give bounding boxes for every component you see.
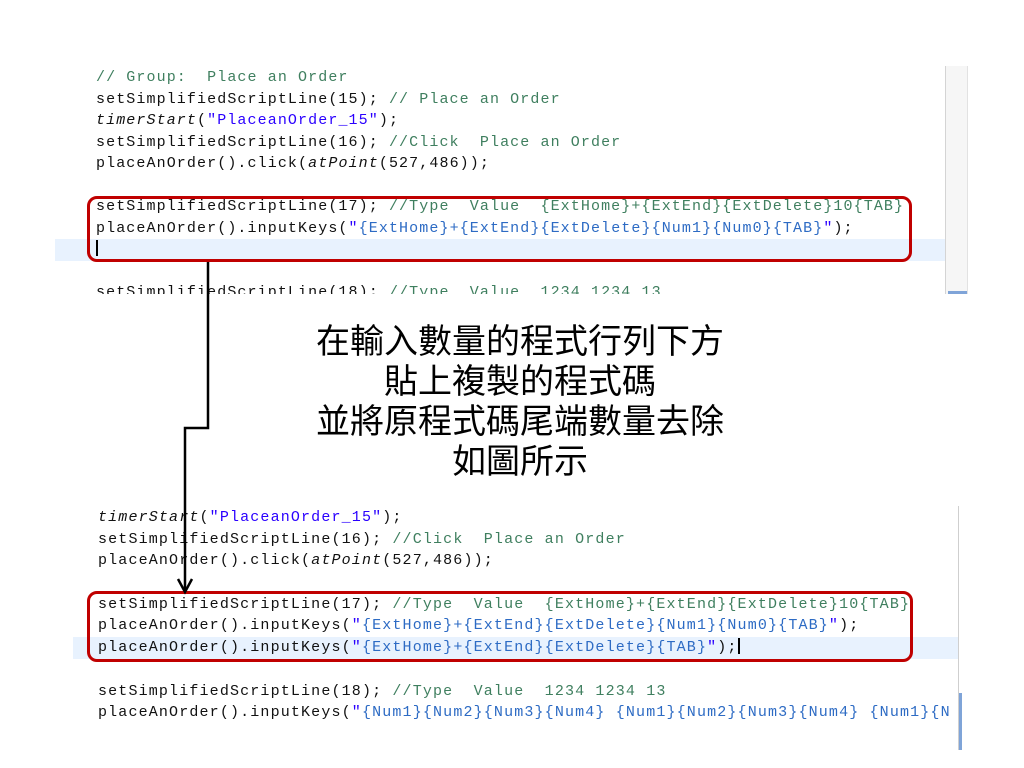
- code-line[interactable]: setSimplifiedScriptLine(16); //Click Pla…: [55, 132, 945, 154]
- code-comment: //Click Place an Order: [388, 133, 622, 151]
- code-plain: (: [199, 509, 210, 526]
- code-plain: placeAnOrder().inputKeys(: [98, 639, 352, 657]
- scrollbar-thumb[interactable]: [948, 291, 967, 294]
- code-plain: placeAnOrder().inputKeys(: [98, 617, 352, 635]
- code-comment: //Type Value {ExtHome}+{ExtEnd}{ExtDelet…: [388, 198, 905, 215]
- code-line[interactable]: // Group: Place an Order: [55, 67, 945, 89]
- highlight-box-pasted-lines: [87, 591, 913, 662]
- code-plain: );: [717, 639, 738, 657]
- code-line[interactable]: placeAnOrder().inputKeys("{Num1}{Num2}{N…: [73, 702, 958, 724]
- code-line[interactable]: setSimplifiedScriptLine(17); //Type Valu…: [73, 594, 958, 616]
- code-keys: {ExtHome}+{ExtEnd}{ExtDelete}{TAB}: [361, 639, 708, 657]
- code-line[interactable]: [55, 261, 945, 283]
- code-string: ": [828, 617, 840, 635]
- code-plain: (: [197, 112, 208, 129]
- code-comment: // Group: Place an Order: [96, 69, 349, 86]
- code-static-method: atPoint: [308, 155, 379, 172]
- code-comment: //Type Value 1234 1234 13: [392, 682, 667, 700]
- code-line[interactable]: setSimplifiedScriptLine(18); //Type Valu…: [73, 681, 958, 703]
- code-plain: );: [382, 509, 403, 526]
- code-line[interactable]: placeAnOrder().click(atPoint(527,486));: [55, 153, 945, 175]
- code-static-method: timerStart: [98, 509, 200, 526]
- code-line[interactable]: setSimplifiedScriptLine(16); //Click Pla…: [73, 529, 958, 551]
- code-line[interactable]: setSimplifiedScriptLine(15); // Place an…: [55, 89, 945, 111]
- caption-line: 並將原程式碼尾端數量去除: [316, 402, 724, 442]
- code-text-area[interactable]: // Group: Place an Order setSimplifiedScr…: [55, 66, 945, 294]
- code-plain: setSimplifiedScriptLine(18);: [96, 284, 389, 294]
- current-code-line[interactable]: placeAnOrder().inputKeys("{ExtHome}+{Ext…: [73, 637, 958, 659]
- highlight-box-original-lines: [87, 196, 912, 262]
- code-plain: setSimplifiedScriptLine(16);: [98, 530, 393, 548]
- code-line[interactable]: setSimplifiedScriptLine(17); //Type Valu…: [55, 196, 945, 218]
- code-plain: placeAnOrder().click(: [98, 552, 312, 570]
- code-line[interactable]: [55, 175, 945, 197]
- code-string: ": [351, 617, 362, 635]
- text-caret: [96, 240, 98, 257]
- code-line[interactable]: [73, 659, 958, 681]
- text-caret: [737, 638, 740, 655]
- code-plain: );: [839, 617, 860, 635]
- code-string: ": [707, 639, 718, 657]
- code-string: ": [823, 219, 834, 237]
- code-line[interactable]: setSimplifiedScriptLine(18); //Type Valu…: [55, 282, 945, 294]
- code-plain: placeAnOrder().click(: [96, 155, 309, 172]
- code-line[interactable]: placeAnOrder().inputKeys("{ExtHome}+{Ext…: [55, 218, 945, 240]
- code-keys: {ExtHome}+{ExtEnd}{ExtDelete}{Num1}{Num0…: [358, 219, 824, 237]
- code-plain: );: [378, 112, 400, 129]
- code-plain: setSimplifiedScriptLine(17);: [96, 198, 389, 215]
- code-editor-after[interactable]: timerStart("PlaceanOrder_15");setSimplif…: [73, 506, 962, 750]
- code-plain: setSimplifiedScriptLine(16);: [96, 133, 389, 151]
- code-static-method: atPoint: [311, 552, 383, 570]
- code-comment: //Click Place an Order: [392, 530, 626, 548]
- code-comment: //Type Value 1234 1234 13: [388, 284, 662, 294]
- caption-line: 如圖所示: [452, 442, 588, 482]
- code-line[interactable]: placeAnOrder().click(atPoint(527,486));: [73, 550, 958, 572]
- code-plain: setSimplifiedScriptLine(15);: [96, 90, 389, 108]
- code-editor-before[interactable]: // Group: Place an Order setSimplifiedScr…: [55, 66, 968, 294]
- code-comment: // Place an Order: [388, 90, 561, 108]
- code-line[interactable]: placeAnOrder().inputKeys("{ExtHome}+{Ext…: [73, 615, 958, 637]
- code-text-area[interactable]: timerStart("PlaceanOrder_15");setSimplif…: [73, 506, 958, 724]
- current-code-line[interactable]: [55, 239, 945, 261]
- vertical-scrollbar[interactable]: [958, 506, 962, 750]
- vertical-scrollbar[interactable]: [945, 66, 968, 294]
- code-plain: (527,486));: [378, 155, 490, 172]
- code-plain: setSimplifiedScriptLine(17);: [98, 595, 393, 613]
- code-comment: //Type Value {ExtHome}+{ExtEnd}{ExtDelet…: [392, 595, 911, 613]
- code-keys: {Num1}{Num2}{Num3}{Num4} {Num1}{Num2}{Nu…: [361, 704, 951, 722]
- code-plain: setSimplifiedScriptLine(18);: [98, 682, 393, 700]
- code-plain: placeAnOrder().inputKeys(: [96, 219, 349, 237]
- code-string: ": [351, 704, 362, 722]
- code-string: ": [348, 219, 359, 237]
- code-line[interactable]: timerStart("PlaceanOrder_15");: [55, 110, 945, 132]
- instruction-caption: 在輸入數量的程式行列下方 貼上複製的程式碼 並將原程式碼尾端數量去除 如圖所示: [300, 322, 740, 482]
- code-string: ": [351, 639, 362, 657]
- code-static-method: timerStart: [96, 112, 198, 129]
- scrollbar-thumb[interactable]: [959, 693, 962, 750]
- code-plain: (527,486));: [382, 552, 494, 570]
- code-string: "PlaceanOrder_15": [207, 112, 379, 129]
- caption-line: 貼上複製的程式碼: [384, 362, 656, 402]
- code-plain: placeAnOrder().inputKeys(: [98, 704, 352, 722]
- code-plain: );: [833, 219, 854, 237]
- code-keys: {ExtHome}+{ExtEnd}{ExtDelete}{Num1}{Num0…: [361, 617, 829, 635]
- caption-line: 在輸入數量的程式行列下方: [316, 322, 724, 362]
- code-line[interactable]: timerStart("PlaceanOrder_15");: [73, 507, 958, 529]
- code-string: "PlaceanOrder_15": [209, 509, 383, 526]
